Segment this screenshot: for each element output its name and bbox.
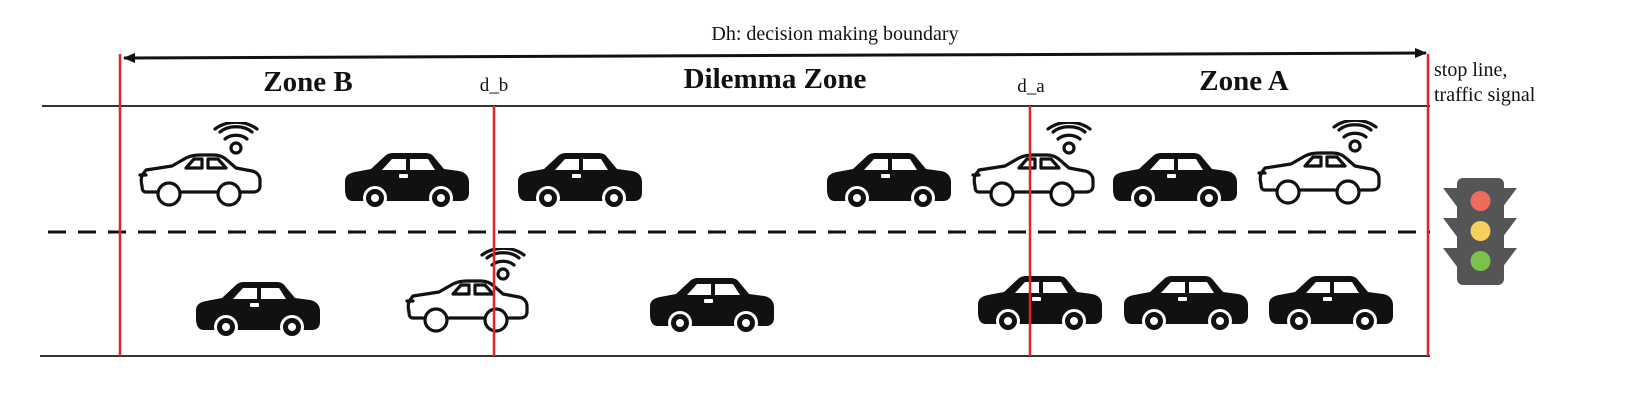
car-icon <box>1269 276 1393 332</box>
connected-car-icon <box>1257 120 1381 205</box>
car-icon <box>650 278 774 334</box>
d-a-label: d_a <box>1017 76 1045 97</box>
top-lane <box>138 120 1381 209</box>
stop-line-label: stop line, <box>1434 59 1507 81</box>
zone-b-label: Zone B <box>263 66 352 98</box>
yellow-light <box>1470 221 1491 241</box>
car-icon <box>1124 276 1248 332</box>
car-icon <box>978 276 1102 332</box>
car-icon <box>196 282 320 338</box>
decision-boundary-arrow <box>123 48 1427 63</box>
car-icon <box>827 153 951 209</box>
connected-car-icon <box>405 248 529 333</box>
connected-car-icon <box>138 122 262 207</box>
traffic-light-icon <box>1443 178 1517 285</box>
zone-a-label: Zone A <box>1199 65 1288 97</box>
decision-boundary-label: Dh: decision making boundary <box>711 23 958 45</box>
car-icon <box>345 153 469 209</box>
dilemma-zone-label: Dilemma Zone <box>684 63 867 95</box>
green-light <box>1470 251 1491 271</box>
connected-car-icon <box>971 122 1095 207</box>
car-icon <box>518 153 642 209</box>
bottom-lane <box>196 248 1393 338</box>
car-icon <box>1113 153 1237 209</box>
traffic-signal-label: traffic signal <box>1434 84 1536 106</box>
red-light <box>1470 191 1491 211</box>
d-b-label: d_b <box>480 75 509 96</box>
